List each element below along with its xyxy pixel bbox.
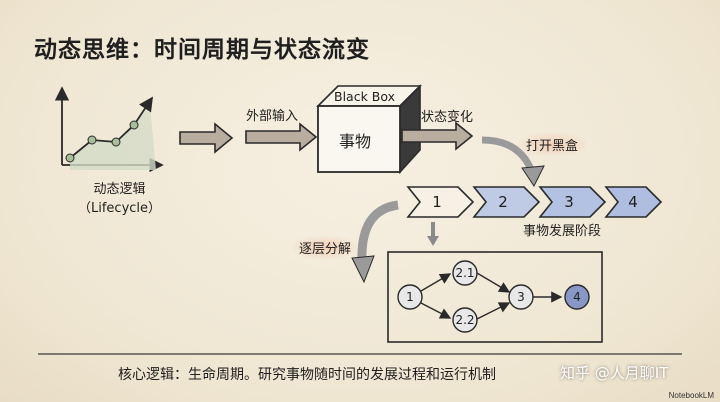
sub-graph-edges — [420, 272, 563, 320]
input-label: 外部输入 — [246, 109, 299, 124]
stage-chevron-1 — [406, 186, 475, 218]
sub-node-3 — [508, 284, 534, 310]
decompose-curve-arrow — [357, 200, 399, 263]
sub-node-4 — [564, 284, 590, 310]
stage-chevron-3 — [538, 186, 607, 218]
blackbox-label: Black Box — [334, 89, 396, 104]
sub-node-1 — [397, 284, 423, 310]
black-box — [316, 84, 422, 175]
state-change-label: 状态变化 — [421, 110, 474, 125]
core-logic-text: 核心逻辑：生命周期。研究事物随时间的发展过程和运行机制 — [118, 367, 496, 383]
stage-chevron-2 — [472, 186, 541, 218]
sub-graph-nodes — [397, 260, 590, 333]
watermark: 知乎 @人月聊IT — [560, 364, 669, 382]
stage-4-number: 4 — [628, 193, 638, 211]
stages-label: 事物发展阶段 — [523, 224, 602, 239]
sub-node-2-2-label: 2.2 — [455, 313, 475, 327]
decompose-label: 逐层分解 — [293, 236, 358, 259]
sub-node-2-2 — [452, 307, 478, 333]
decomposition-box — [387, 251, 603, 343]
lifecycle-label-line1: 动态逻辑 — [93, 182, 146, 197]
sub-node-1-label: 1 — [406, 290, 414, 304]
sub-node-2-1-label: 2.1 — [455, 266, 475, 280]
sub-node-2-1 — [452, 260, 478, 286]
lifecycle-point — [111, 137, 121, 147]
stage-chevrons — [406, 186, 663, 218]
lifecycle-point — [129, 120, 139, 130]
stage-1-number: 1 — [432, 193, 442, 211]
stage-2-number: 2 — [498, 193, 508, 211]
lifecycle-point — [87, 135, 97, 145]
lifecycle-label: 动态逻辑 （Lifecycle） — [78, 180, 161, 218]
blackbox-content: 事物 — [339, 132, 372, 151]
page-title: 动态思维：时间周期与状态流变 — [34, 37, 370, 63]
open-box-label: 打开黑盒 — [518, 133, 587, 156]
lifecycle-point — [65, 153, 75, 163]
sub-node-3-label: 3 — [517, 290, 525, 304]
sub-node-4-label: 4 — [573, 290, 581, 304]
lifecycle-chart — [54, 86, 164, 173]
stage-chevron-4 — [604, 186, 663, 218]
process-arrow-1 — [179, 122, 234, 154]
open-box-curve-arrow — [481, 136, 536, 174]
lifecycle-label-line2: （Lifecycle） — [78, 201, 162, 216]
stage-3-number: 3 — [564, 193, 574, 211]
state-change-arrow — [401, 121, 474, 151]
input-arrow — [245, 122, 318, 152]
brand-logo: NotebookLM — [668, 391, 714, 400]
